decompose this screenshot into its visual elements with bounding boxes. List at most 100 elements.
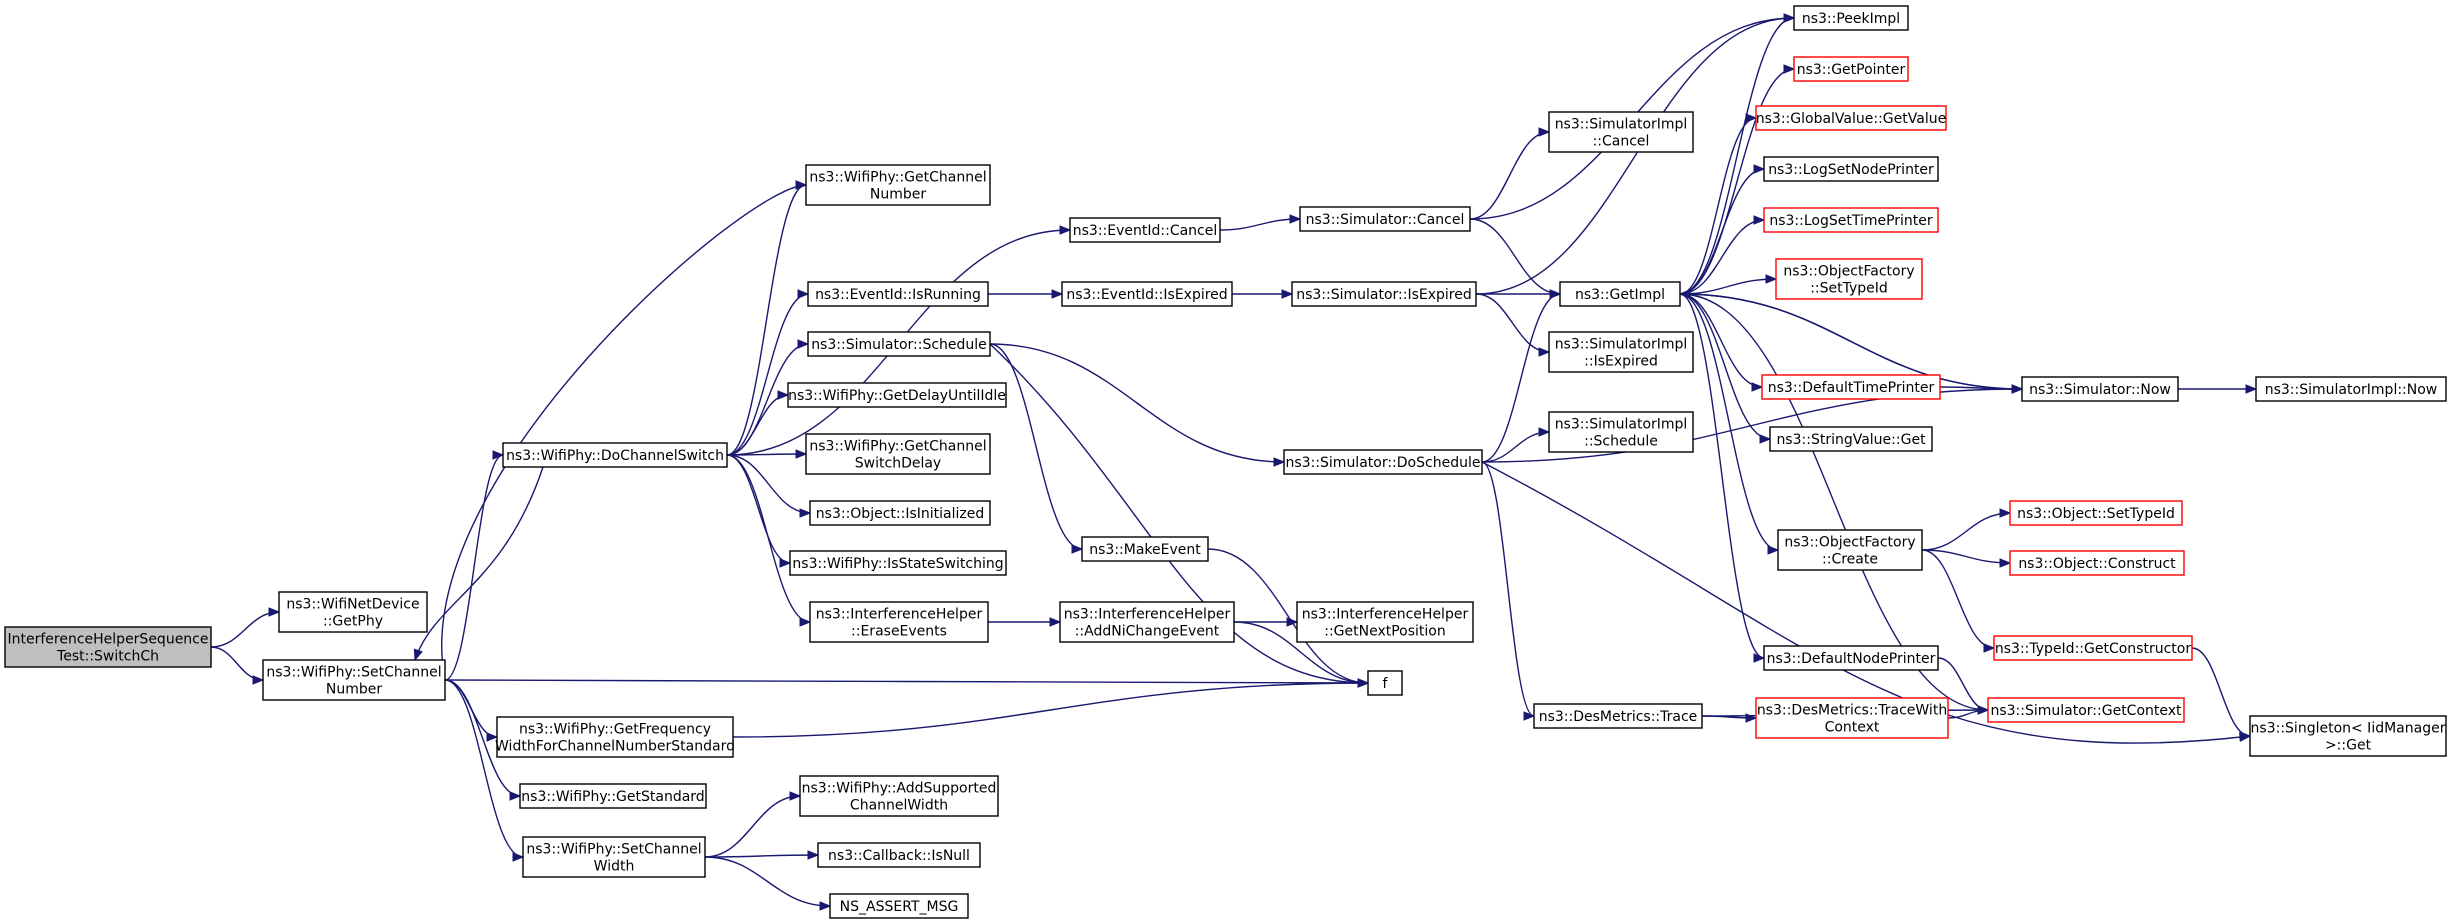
node-label: ns3::EventId::IsExpired (1066, 287, 1227, 303)
node-simSchedule[interactable]: ns3::Simulator::Schedule (807, 331, 991, 357)
node-box (522, 836, 706, 878)
edge-doChannelSwitch-to-getDelayUntilIdle (726, 390, 790, 456)
node-ofSetTypeId[interactable]: ns3::ObjectFactory::SetTypeId (1775, 258, 1923, 300)
node-label: ns3::WifiPhy::GetChannel (809, 170, 986, 186)
node-label: ns3::WifiPhy::DoChannelSwitch (506, 448, 724, 464)
node-label: ns3::GetImpl (1575, 287, 1665, 303)
node-typeIdGetCtor[interactable]: ns3::TypeId::GetConstructor (1993, 635, 2193, 661)
node-doChannelSwitch[interactable]: ns3::WifiPhy::DoChannelSwitch (502, 442, 728, 468)
node-box (1777, 529, 1923, 571)
node-label: WidthForChannelNumberStandard (495, 739, 735, 755)
node-box (1763, 156, 1939, 182)
node-box (278, 591, 428, 633)
node-label: ns3::Simulator::IsExpired (1296, 287, 1472, 303)
node-eraseEvents[interactable]: ns3::InterferenceHelper::EraseEvents (809, 601, 989, 643)
node-implIsExpired[interactable]: ns3::SimulatorImpl::IsExpired (1548, 331, 1694, 373)
node-getFreqWidth[interactable]: ns3::WifiPhy::GetFrequencyWidthForChanne… (495, 716, 735, 758)
edge-getImpl-to-logSetNodePrinter (1679, 164, 1766, 295)
node-label: ns3::WifiPhy::GetFrequency (519, 722, 711, 738)
node-label: ::GetPhy (323, 614, 383, 630)
node-eventCancel[interactable]: ns3::EventId::Cancel (1069, 217, 1221, 243)
node-box (807, 331, 991, 357)
node-ofCreate[interactable]: ns3::ObjectFactory::Create (1777, 529, 1923, 571)
node-label: ns3::ObjectFactory (1783, 264, 1914, 280)
edge-ofCreate-to-objSetTypeId (1921, 508, 2012, 551)
node-simDoSchedule[interactable]: ns3::Simulator::DoSchedule (1283, 449, 1483, 475)
node-label: ns3::DefaultNodePrinter (1767, 651, 1936, 667)
node-box (1296, 601, 1474, 643)
node-implCancel[interactable]: ns3::SimulatorImpl::Cancel (1548, 111, 1694, 153)
node-defaultNodePrinter[interactable]: ns3::DefaultNodePrinter (1763, 645, 1939, 671)
node-peekImpl[interactable]: ns3::PeekImpl (1793, 5, 1909, 31)
node-box (1793, 5, 1909, 31)
node-logSetTimePrinter[interactable]: ns3::LogSetTimePrinter (1763, 207, 1939, 233)
node-label: ::EraseEvents (851, 624, 947, 640)
node-box (496, 716, 734, 758)
node-box (1755, 105, 1947, 131)
node-getNextPosition[interactable]: ns3::InterferenceHelper::GetNextPosition (1296, 601, 1474, 643)
node-f[interactable]: f (1367, 670, 1403, 696)
node-getStandard[interactable]: ns3::WifiPhy::GetStandard (519, 783, 707, 809)
node-stringValueGet[interactable]: ns3::StringValue::Get (1769, 426, 1933, 452)
node-implNow[interactable]: ns3::SimulatorImpl::Now (2255, 376, 2447, 402)
node-logSetNodePrinter[interactable]: ns3::LogSetNodePrinter (1763, 156, 1939, 182)
edge-simSchedule-to-makeEvent (989, 343, 1084, 554)
node-box (1793, 56, 1909, 82)
node-label: ::GetNextPosition (1324, 624, 1446, 640)
node-eventIsRunning[interactable]: ns3::EventId::IsRunning (807, 281, 989, 307)
edge-doChannelSwitch-to-eventIsRunning (726, 289, 810, 456)
node-objSetTypeId[interactable]: ns3::Object::SetTypeId (2009, 500, 2183, 526)
node-box (807, 281, 989, 307)
node-label: ns3::WifiPhy::IsStateSwitching (792, 556, 1003, 572)
node-simNow[interactable]: ns3::Simulator::Now (2021, 376, 2179, 402)
node-label: ns3::InterferenceHelper (816, 607, 983, 623)
node-label: ns3::LogSetTimePrinter (1769, 213, 1933, 229)
node-getPointer[interactable]: ns3::GetPointer (1793, 56, 1909, 82)
node-nsAssertMsg[interactable]: NS_ASSERT_MSG (829, 893, 969, 919)
node-singletonGet[interactable]: ns3::Singleton< IidManager >::Get (2249, 715, 2447, 757)
node-label: ns3::WifiPhy::AddSupported (802, 781, 997, 797)
node-label: InterferenceHelperSequence (8, 632, 209, 648)
edge-setChannelWidth-to-nsAssertMsg (704, 856, 832, 911)
edge-getImpl-to-globalValueGet (1679, 113, 1758, 295)
edge-simNow-to-getImpl (1678, 289, 2023, 390)
edge-simDoSchedule-to-getImpl (1481, 289, 1562, 463)
node-getDelayUntilIdle[interactable]: ns3::WifiPhy::GetDelayUntilIdle (787, 382, 1007, 408)
edge-setChannelNumber-to-getChannelNumber (441, 180, 808, 681)
node-objIsInitialized[interactable]: ns3::Object::IsInitialized (809, 500, 991, 526)
node-label: ns3::WifiPhy::SetChannel (266, 665, 441, 681)
node-simIsExpired[interactable]: ns3::Simulator::IsExpired (1291, 281, 1477, 307)
node-callbackIsNull[interactable]: ns3::Callback::IsNull (817, 842, 981, 868)
node-label: Number (870, 187, 926, 203)
node-globalValueGet[interactable]: ns3::GlobalValue::GetValue (1755, 105, 1947, 131)
node-desTrace[interactable]: ns3::DesMetrics::Trace (1533, 703, 1703, 729)
node-box (805, 164, 991, 206)
node-label: ns3::DesMetrics::Trace (1539, 709, 1698, 725)
edge-simIsExpired-to-peekImpl (1475, 13, 1796, 295)
edge-eventIsRunning-to-eventIsExpired (987, 289, 1064, 299)
node-box (1291, 281, 1477, 307)
node-label: ns3::MakeEvent (1089, 542, 1201, 558)
node-implSchedule[interactable]: ns3::SimulatorImpl::Schedule (1548, 411, 1694, 453)
edge-setChannelWidth-to-addSupportedCW (704, 791, 802, 858)
edge-simDoSchedule-to-desTrace (1481, 461, 1536, 721)
node-eventIsExpired[interactable]: ns3::EventId::IsExpired (1061, 281, 1233, 307)
node-objConstruct[interactable]: ns3::Object::Construct (2009, 550, 2185, 576)
node-defaultTimePrinter[interactable]: ns3::DefaultTimePrinter (1761, 374, 1941, 400)
node-label: ns3::PeekImpl (1802, 11, 1900, 27)
edge-ofCreate-to-objConstruct (1921, 549, 2012, 568)
node-simGetContext[interactable]: ns3::Simulator::GetContext (1987, 697, 2185, 723)
node-makeEvent[interactable]: ns3::MakeEvent (1081, 536, 1209, 562)
node-box (2009, 500, 2183, 526)
node-isStateSwitching[interactable]: ns3::WifiPhy::IsStateSwitching (789, 550, 1007, 576)
node-getPhy[interactable]: ns3::WifiNetDevice::GetPhy (278, 591, 428, 633)
node-getImpl[interactable]: ns3::GetImpl (1559, 281, 1681, 307)
node-simCancel[interactable]: ns3::Simulator::Cancel (1299, 206, 1471, 232)
node-addNiChange[interactable]: ns3::InterferenceHelper::AddNiChangeEven… (1059, 601, 1235, 643)
